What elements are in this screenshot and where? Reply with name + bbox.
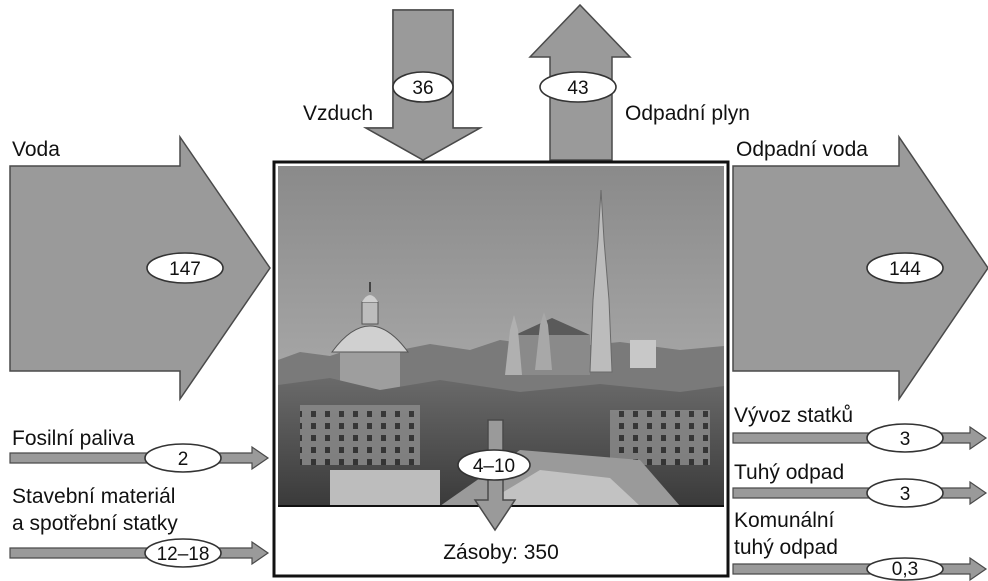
- exhaust-gas-value-oval: [539, 71, 617, 103]
- water-value-oval: [146, 252, 224, 284]
- fossil-fuels-label: Fosilní paliva: [12, 427, 135, 450]
- fossil-fuels-value-oval: [144, 443, 222, 473]
- waste-water-output-arrow: [732, 134, 988, 402]
- municipal-waste-arrow: [732, 556, 988, 581]
- stock-label: Zásoby: 350: [443, 541, 559, 564]
- building-materials-arrow: [9, 540, 270, 566]
- solid-waste-value-oval: [866, 478, 944, 508]
- solid-waste-label: Tuhý odpad: [734, 461, 844, 484]
- building-materials-label-line2: a spotřební statky: [12, 512, 178, 535]
- municipal-waste-label-line2: tuhý odpad: [734, 536, 838, 559]
- goods-export-arrow: [732, 425, 988, 451]
- waste-water-label: Odpadní voda: [736, 138, 868, 161]
- fossil-fuels-arrow: [9, 445, 270, 471]
- stock-change-value: 4–10: [473, 456, 515, 477]
- exhaust-gas-label: Odpadní plyn: [625, 102, 750, 125]
- air-label: Vzduch: [303, 102, 373, 125]
- waste-water-value: 144: [889, 259, 921, 280]
- municipal-waste-value: 0,3: [892, 559, 918, 580]
- water-value: 147: [169, 259, 201, 280]
- waste-water-value-oval: [866, 252, 944, 284]
- solid-waste-value: 3: [900, 484, 911, 505]
- exhaust-gas-value: 43: [567, 78, 588, 99]
- goods-export-value-oval: [866, 423, 944, 453]
- air-value-oval: [392, 71, 454, 103]
- municipal-waste-value-oval: [866, 557, 944, 581]
- water-label: Voda: [12, 138, 60, 161]
- goods-export-value: 3: [900, 429, 911, 450]
- building-materials-value-oval: [144, 538, 222, 568]
- building-materials-value: 12–18: [157, 544, 210, 565]
- solid-waste-arrow: [732, 480, 988, 506]
- stock-change-value-oval: [457, 449, 531, 481]
- building-materials-label-line1: Stavební materiál: [12, 485, 175, 508]
- fossil-fuels-value: 2: [178, 449, 189, 470]
- goods-export-label: Vývoz statků: [734, 404, 853, 427]
- water-input-arrow: [9, 134, 271, 402]
- air-value: 36: [412, 78, 433, 99]
- municipal-waste-label-line1: Komunální: [734, 509, 835, 532]
